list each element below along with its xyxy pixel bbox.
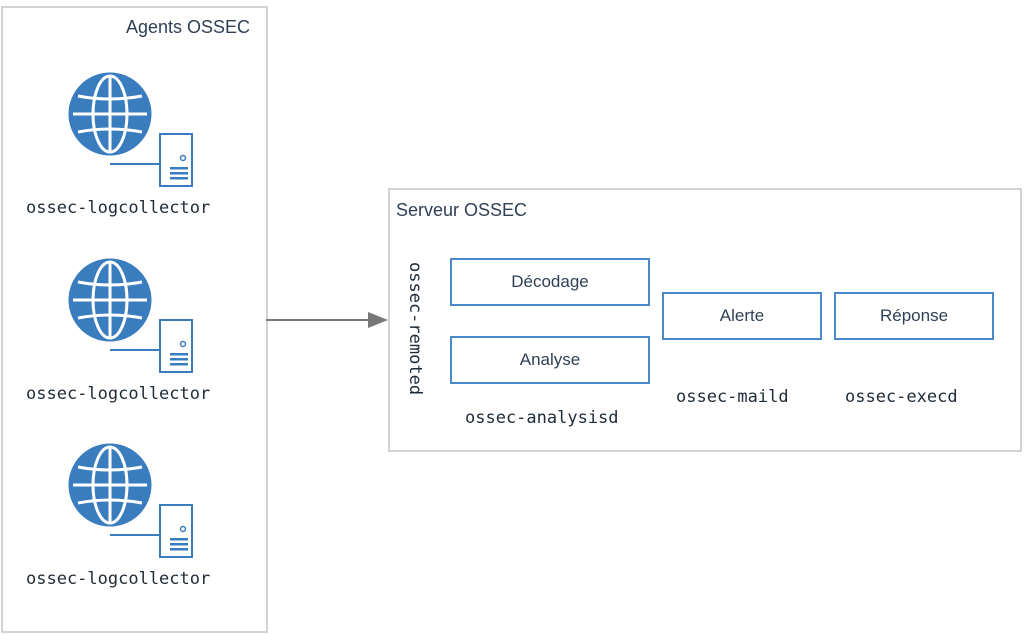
- globe-server-icon: [68, 258, 193, 373]
- analysis-box: Analyse: [450, 336, 650, 384]
- globe-server-icon: [68, 72, 193, 187]
- agent-process-label: ossec-logcollector: [26, 384, 211, 404]
- agent-process-label: ossec-logcollector: [26, 198, 211, 218]
- response-box: Réponse: [834, 292, 994, 340]
- agent-node: ossec-logcollector: [20, 258, 250, 418]
- agent-process-label: ossec-logcollector: [26, 569, 211, 589]
- alert-label: Alerte: [719, 306, 765, 325]
- remoted-process-label: ossec-remoted: [405, 262, 425, 396]
- flow-arrow: [266, 312, 388, 328]
- analysisd-process-label: ossec-analysisd: [465, 408, 619, 428]
- server-panel-title: Serveur OSSEC: [396, 200, 528, 220]
- analysis-label: Analyse: [519, 350, 581, 369]
- execd-process-label: ossec-execd: [845, 387, 958, 407]
- alert-box: Alerte: [662, 292, 822, 340]
- decoding-label: Décodage: [511, 272, 589, 291]
- response-label: Réponse: [879, 306, 949, 325]
- decoding-box: Décodage: [450, 258, 650, 306]
- globe-server-icon: [68, 443, 193, 558]
- agents-panel-title: Agents OSSEC: [126, 17, 251, 37]
- maild-process-label: ossec-maild: [676, 387, 789, 407]
- agent-node: ossec-logcollector: [20, 443, 250, 603]
- agent-node: ossec-logcollector: [20, 72, 250, 232]
